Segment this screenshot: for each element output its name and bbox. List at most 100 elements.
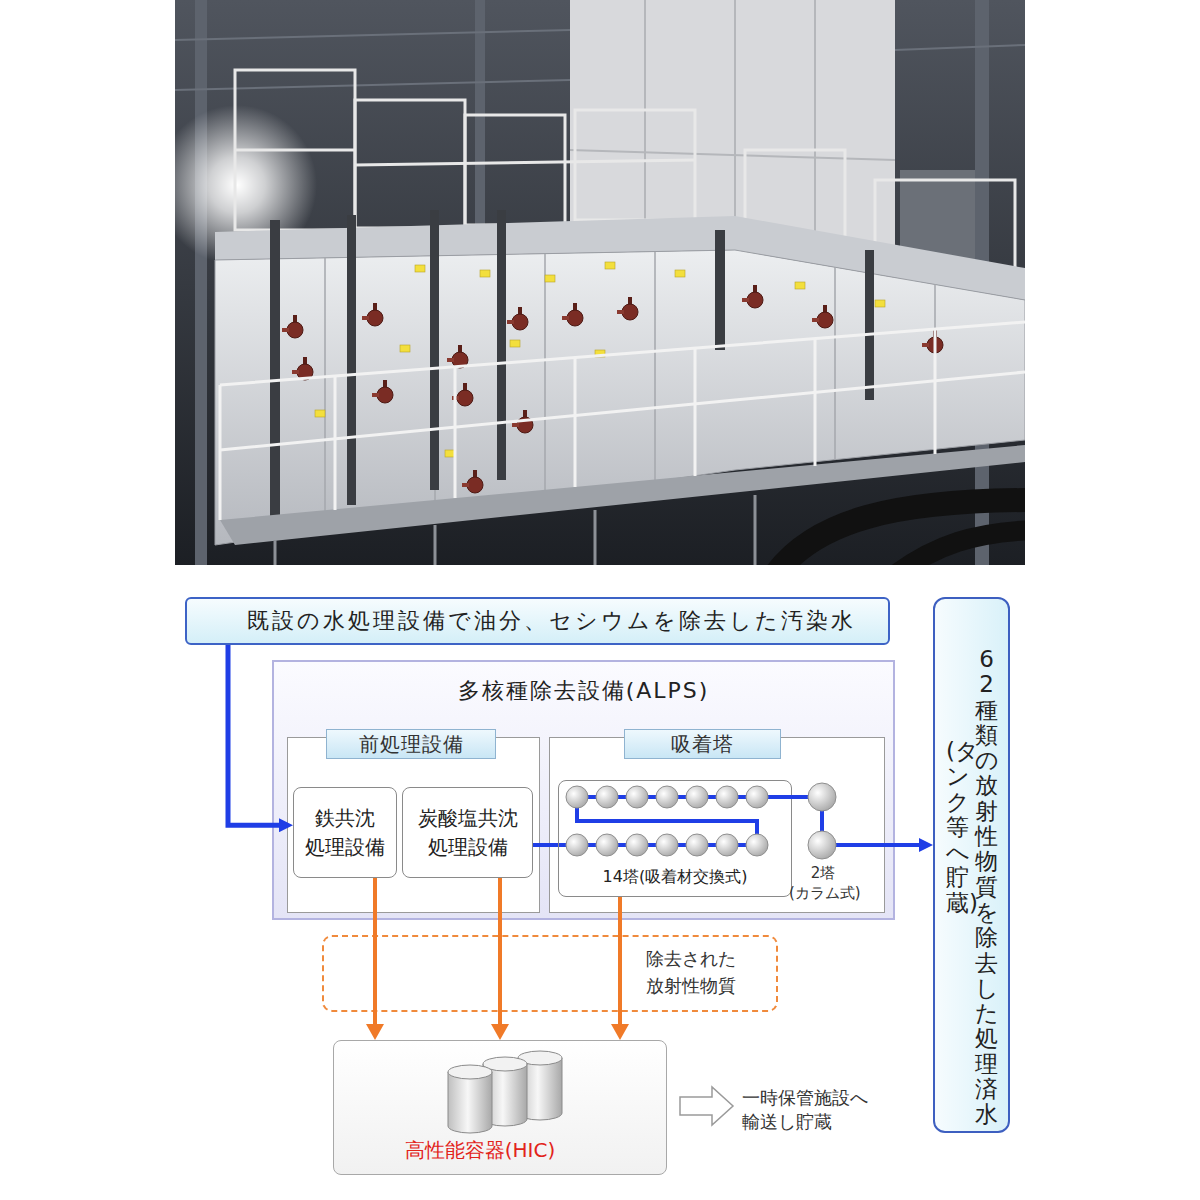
section-box: 前処理設備鉄共沈 処理設備炭酸塩共沈 処理設備 bbox=[287, 737, 540, 913]
scaffold-frame bbox=[575, 110, 695, 220]
container-lid bbox=[518, 1051, 562, 1065]
scaffold-rail bbox=[355, 160, 695, 165]
black-pipes bbox=[775, 500, 1025, 565]
tag bbox=[675, 270, 685, 277]
valve bbox=[812, 305, 833, 328]
output-box: 62種類の放射性物質を除去した処理済水 (タンク等へ貯蔵) bbox=[933, 597, 1010, 1133]
removed-material-region: 除去された 放射性物質 bbox=[322, 935, 778, 1012]
flow-pipe bbox=[533, 843, 558, 847]
tower-count-label-holder: 2塔 (カラム式) bbox=[789, 863, 857, 904]
container-text: 高性能容器(HIC) bbox=[405, 1137, 556, 1164]
valve bbox=[372, 380, 393, 403]
hic-containers bbox=[448, 1051, 562, 1133]
truss-line bbox=[175, 30, 570, 40]
storage-note: 一時保管施設へ 輸送し貯蔵 bbox=[742, 1086, 892, 1135]
removed-material-text: 除去された 放射性物質 bbox=[646, 945, 766, 999]
valve bbox=[462, 470, 483, 493]
tag bbox=[875, 300, 885, 307]
building-column bbox=[195, 0, 207, 565]
scaffold-frame bbox=[235, 70, 355, 230]
support bbox=[434, 525, 437, 565]
tower-circle bbox=[596, 834, 618, 856]
input-box: 既設の水処理設備で油分、セシウムを除去した汚染水 bbox=[185, 597, 890, 645]
output-note: (タンク等へ貯蔵) bbox=[946, 739, 969, 916]
removal-arrow bbox=[373, 878, 377, 1024]
tag bbox=[415, 265, 425, 272]
tower-circle bbox=[746, 834, 768, 856]
valve bbox=[282, 315, 303, 338]
tower-circle bbox=[566, 786, 588, 808]
container-lid bbox=[483, 1057, 527, 1071]
flow-pipe bbox=[228, 645, 279, 825]
flow-pipe bbox=[792, 797, 919, 845]
rail bbox=[220, 372, 1025, 450]
tag bbox=[315, 410, 325, 417]
tower-circle bbox=[596, 786, 618, 808]
tower-circle bbox=[626, 786, 648, 808]
rail-post bbox=[694, 348, 697, 476]
valve bbox=[922, 330, 943, 353]
black-pipe bbox=[775, 500, 1025, 565]
front-railing bbox=[220, 322, 1025, 520]
section-tab: 前処理設備 bbox=[326, 729, 496, 759]
rail-post bbox=[574, 357, 577, 487]
container-box: 高性能容器(HIC) bbox=[333, 1040, 667, 1175]
rail-post bbox=[934, 330, 937, 454]
tarp-fold bbox=[814, 0, 816, 250]
walkway bbox=[220, 445, 1025, 545]
valve bbox=[742, 285, 763, 308]
rail-post bbox=[334, 376, 337, 510]
container-body bbox=[518, 1058, 562, 1120]
hall-background bbox=[175, 0, 1025, 565]
container-body bbox=[448, 1072, 492, 1133]
pipe bbox=[430, 210, 439, 490]
pipe bbox=[715, 230, 725, 350]
valve bbox=[507, 307, 528, 330]
truss-line bbox=[895, 45, 1025, 50]
input-text: 既設の水処理設備で油分、セシウムを除去した汚染水 bbox=[247, 606, 856, 636]
tower-circle bbox=[626, 834, 648, 856]
tower-group-box: 14塔(吸着材交換式) bbox=[558, 780, 792, 897]
support bbox=[594, 510, 597, 565]
connectors bbox=[228, 645, 919, 1024]
process-text: 鉄共沈 処理設備 bbox=[300, 804, 390, 862]
rail bbox=[220, 322, 1025, 385]
storage-note-holder: 一時保管施設へ 輸送し貯蔵 bbox=[742, 1086, 892, 1135]
column-tower-circle bbox=[808, 831, 836, 859]
tag bbox=[510, 340, 520, 347]
section-tab: 吸着塔 bbox=[624, 729, 781, 759]
pipe bbox=[497, 210, 506, 480]
removal-arrow bbox=[618, 897, 622, 1024]
rail-post bbox=[454, 367, 457, 498]
yellow-tags bbox=[315, 262, 885, 457]
tag bbox=[545, 275, 555, 282]
pipe bbox=[347, 215, 356, 505]
output-text: 62種類の放射性物質を除去した処理済水 bbox=[975, 647, 998, 1128]
tarp-fold bbox=[644, 0, 646, 232]
pipe-line bbox=[577, 795, 792, 799]
tarp-fold bbox=[734, 0, 736, 245]
tag bbox=[605, 262, 615, 269]
support bbox=[274, 540, 277, 565]
process-box: 炭酸塩共沈 処理設備 bbox=[402, 787, 533, 878]
container-lid bbox=[448, 1065, 492, 1079]
tower-circle bbox=[686, 786, 708, 808]
valve bbox=[362, 303, 383, 326]
column-tower-circle bbox=[808, 783, 836, 811]
tag bbox=[795, 282, 805, 289]
pipe bbox=[865, 250, 874, 400]
tower-circle bbox=[656, 786, 678, 808]
tower-group-text: 14塔(吸着材交換式) bbox=[603, 867, 748, 888]
pipe-line bbox=[559, 843, 757, 847]
scaffold-rail bbox=[235, 149, 355, 152]
pipe bbox=[270, 220, 280, 520]
valve bbox=[617, 297, 638, 320]
tower-piping bbox=[559, 797, 792, 845]
tower-circle bbox=[686, 834, 708, 856]
system-box: 多核種除去設備(ALPS)前処理設備鉄共沈 処理設備炭酸塩共沈 処理設備吸着塔1… bbox=[272, 660, 895, 920]
tarp-folds bbox=[570, 0, 895, 250]
rail-post bbox=[219, 385, 222, 520]
panel-seam bbox=[654, 252, 656, 481]
